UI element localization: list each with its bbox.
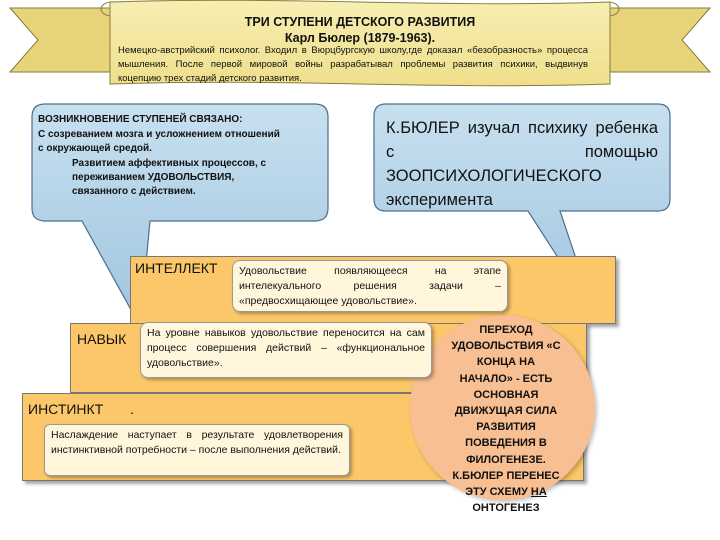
banner-title: ТРИ СТУПЕНИ ДЕТСКОГО РАЗВИТИЯ (244, 15, 476, 29)
banner-left-fold (8, 7, 111, 73)
circle-line: НАЧАЛО» - ЕСТЬ (459, 372, 553, 385)
transition-circle (410, 315, 595, 500)
step-label-intellect: ИНТЕЛЛЕКТ (135, 260, 218, 276)
banner-body: Немецко-австрийский психолог. Входил в В… (118, 45, 588, 84)
scroll-banner (8, 0, 712, 87)
right-callout-shape (373, 103, 671, 316)
left-callout-line1: С созреванием мозга и усложнением отноше… (38, 129, 280, 154)
circle-line: УДОВОЛЬСТВИЯ «С (451, 340, 561, 353)
circle-last-pre: ЭТУ СХЕМУ (465, 486, 531, 499)
step-label-instinct-dot: . (130, 401, 134, 417)
circle-text: ПЕРЕХОД УДОВОЛЬСТВИЯ «С КОНЦА НА НАЧАЛО»… (436, 322, 576, 516)
circle-line: РАЗВИТИЯ (476, 421, 536, 434)
circle-line: ПЕРЕХОД (479, 324, 533, 336)
step-label-instinct: ИНСТИНКТ (28, 401, 104, 417)
note-intellect: Удовольствие появляющееся на этапе интел… (232, 260, 508, 312)
circle-line: ФИЛОГЕНЕЗЕ. (466, 453, 546, 466)
left-callout-line2: Развитием аффективных процессов, с переж… (72, 158, 267, 197)
circle-line-underlined: ЭТУ СХЕМУ НА (436, 484, 576, 500)
circle-line: ПОВЕДЕНИЯ В (465, 437, 547, 450)
note-skill: На уровне навыков удовольствие переносит… (140, 322, 432, 378)
banner-subtitle: Карл Бюлер (1879-1963). (284, 31, 436, 45)
note-instinct: Наслаждение наступает в результате удовл… (44, 424, 350, 476)
circle-line: К.БЮЛЕР ПЕРЕНЕС (452, 469, 560, 482)
right-callout-text: К.БЮЛЕР изучал психику ребенка с помощью… (386, 119, 658, 209)
step-label-skill: НАВЫК (77, 331, 127, 347)
circle-last-underline: НА (530, 486, 547, 499)
circle-line: ОСНОВНАЯ (473, 388, 539, 401)
circle-last-word: ОНТОГЕНЕЗ (472, 502, 540, 515)
banner-main (109, 0, 611, 87)
left-callout-heading: ВОЗНИКНОВЕНИЕ СТУПЕНЕЙ СВЯЗАНО: (38, 114, 243, 125)
circle-line: КОНЦА НА (476, 356, 536, 369)
circle-line: ДВИЖУЩАЯ СИЛА (454, 405, 558, 418)
